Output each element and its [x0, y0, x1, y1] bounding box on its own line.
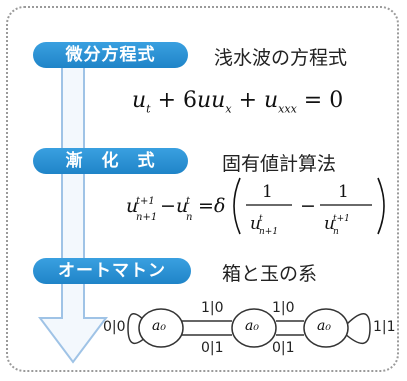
svg-text:t: t [259, 214, 263, 224]
svg-text:δ: δ [214, 195, 225, 217]
pill-recurrence: 漸 化 式 [33, 148, 188, 174]
svg-text:=: = [198, 195, 214, 217]
desc-eigenvalue: 固有値計算法 [222, 153, 337, 175]
pill-differential-equation: 微分方程式 [33, 42, 188, 68]
svg-text:1: 1 [338, 182, 349, 202]
svg-text:n: n [186, 212, 192, 223]
desc-box-ball: 箱と玉の系 [222, 263, 318, 285]
state-label-2: a₀ [245, 318, 259, 334]
equation-kdv: ut + 6uux + uxxx = 0 [132, 88, 344, 116]
svg-text:−: − [300, 195, 316, 217]
state-node [138, 308, 184, 348]
state-node [303, 308, 349, 348]
svg-text:u: u [126, 195, 138, 217]
top-edge-label-1: 1|0 [201, 300, 224, 316]
top-edge-label-2: 1|0 [272, 300, 295, 316]
svg-text:−: − [160, 195, 176, 217]
svg-text:n+1: n+1 [259, 227, 278, 237]
svg-text:u: u [324, 214, 335, 234]
state-node [231, 308, 277, 348]
right-loop-label: 1|1 [373, 319, 396, 335]
state-label-3: a₀ [317, 318, 331, 334]
svg-text:t+1: t+1 [333, 214, 350, 224]
svg-text:n: n [333, 227, 339, 237]
state-label-1: a₀ [152, 318, 166, 334]
bottom-edge-label-1: 0|1 [201, 340, 224, 356]
svg-text:1: 1 [262, 182, 273, 202]
svg-text:u: u [176, 195, 188, 217]
svg-text:u: u [250, 214, 261, 234]
desc-shallow-water: 浅水波の方程式 [214, 47, 348, 69]
svg-text:t: t [186, 196, 191, 207]
pill-automaton: オートマトン [33, 258, 191, 284]
diagram-frame [6, 6, 399, 372]
svg-text:n+1: n+1 [136, 212, 157, 223]
svg-text:t+1: t+1 [136, 196, 155, 207]
bottom-edge-label-2: 0|1 [272, 340, 295, 356]
left-loop-label: 0|0 [103, 319, 126, 335]
